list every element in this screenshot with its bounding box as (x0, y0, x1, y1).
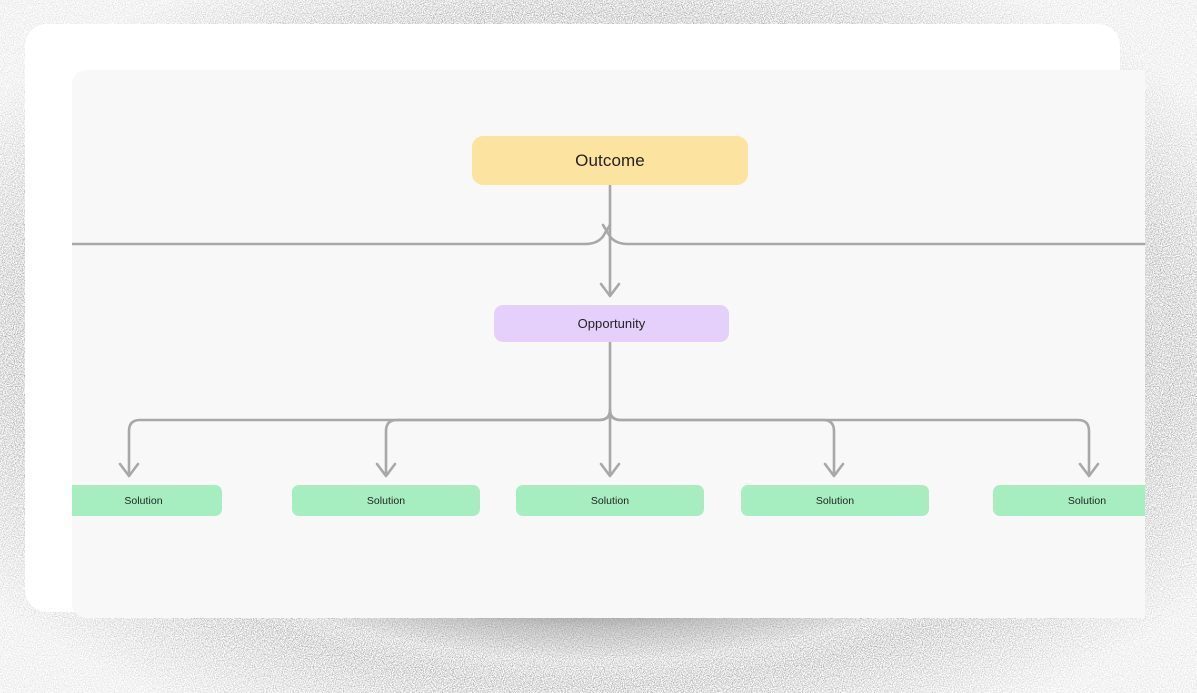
connector-edges (72, 183, 1145, 478)
node-outcome-label: Outcome (575, 150, 645, 170)
node-solution-3[interactable]: Solution (516, 485, 704, 516)
edge-arrow-solution-5 (1078, 462, 1100, 478)
edge-horizontal-bus (72, 223, 612, 246)
node-opportunity-label: Opportunity (577, 316, 646, 331)
node-solution-1-label: Solution (124, 494, 163, 507)
node-solution-5-label: Solution (1067, 494, 1107, 507)
node-solution-5[interactable]: Solution (993, 485, 1145, 516)
node-opportunity[interactable]: Opportunity (494, 305, 729, 342)
node-solution-2-label: Solution (366, 494, 406, 507)
edge-branch-right-wing-2 (608, 408, 1091, 476)
edge-arrow-solution-4 (823, 462, 845, 478)
edge-arrow-solution-1 (118, 462, 140, 478)
edge-arrow-solution-3 (599, 462, 621, 478)
window-card: Outcome Opportunity Solution Solution So… (25, 24, 1145, 618)
node-outcome[interactable]: Outcome (472, 136, 748, 185)
edge-outcome-arrowhead (599, 282, 621, 298)
node-solution-4-label: Solution (815, 494, 855, 507)
edge-arrow-solution-2 (375, 462, 397, 478)
node-solution-3-label: Solution (590, 494, 630, 507)
edge-branch-left-wing-2 (384, 408, 612, 476)
diagram-canvas[interactable]: Outcome Opportunity Solution Solution So… (72, 70, 1145, 618)
node-solution-4[interactable]: Solution (741, 485, 929, 516)
edge-horizontal-bus-right (601, 223, 1145, 246)
node-solution-1[interactable]: Solution (72, 485, 222, 516)
node-solution-2[interactable]: Solution (292, 485, 480, 516)
